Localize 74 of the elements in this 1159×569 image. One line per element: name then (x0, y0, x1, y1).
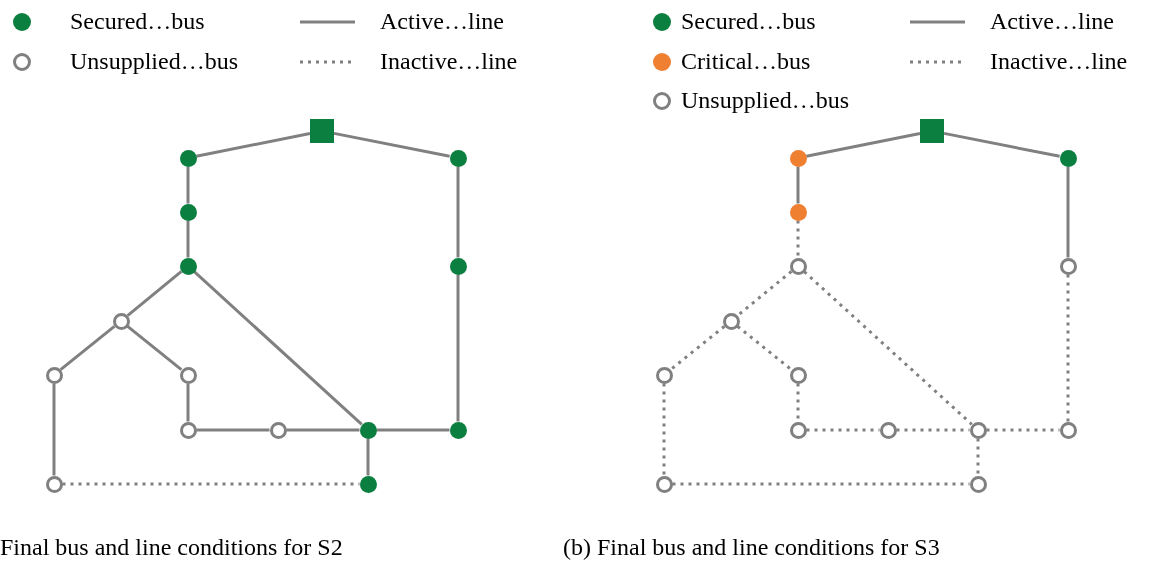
active-line (196, 131, 311, 158)
active-line (193, 270, 363, 426)
bus-node (1059, 149, 1077, 167)
bus-node (722, 312, 740, 330)
bus-node (655, 475, 673, 493)
active-line (126, 270, 183, 317)
inactive-line (736, 270, 793, 317)
bus-node (655, 366, 673, 384)
active-line (1066, 166, 1070, 258)
bus-node (179, 421, 197, 439)
bus-node (179, 203, 197, 221)
legend-label: Secured…bus (70, 7, 205, 35)
inactive-line (796, 220, 800, 258)
active-line (366, 438, 370, 476)
bus-node (789, 149, 807, 167)
inactive-line (796, 383, 800, 422)
legend-label: Unsupplied…bus (681, 86, 849, 114)
bus-node (1059, 257, 1077, 275)
legend-label: Critical…bus (681, 47, 811, 75)
panel-caption: Final bus and line conditions for S2 (0, 533, 343, 561)
inactive-line (803, 270, 973, 426)
inactive-line (662, 383, 666, 476)
source-square (310, 119, 334, 143)
bus-node (449, 149, 467, 167)
bus-node (969, 421, 987, 439)
inactive-line (736, 325, 793, 371)
legend-label: Secured…bus (681, 7, 816, 35)
bus-node (879, 421, 897, 439)
active-line (186, 383, 190, 422)
bus-node (1059, 421, 1077, 439)
legend-label: Unsupplied…bus (70, 47, 238, 75)
active-line (796, 166, 800, 204)
active-line (186, 220, 190, 258)
bus-node (449, 257, 467, 275)
bus-node (969, 475, 987, 493)
active-line (333, 131, 450, 158)
bus-node (789, 421, 807, 439)
active-line (126, 325, 183, 371)
bus-node (179, 149, 197, 167)
bus-node (45, 475, 63, 493)
active-line (456, 166, 460, 258)
inactive-line (896, 428, 970, 432)
bus-node (359, 475, 377, 493)
legend-label: Active…line (990, 7, 1114, 35)
active-line (196, 428, 270, 432)
bus-node (789, 366, 807, 384)
bus-node (179, 257, 197, 275)
bus-node (179, 366, 197, 384)
bus-node (112, 312, 130, 330)
inactive-line (806, 428, 880, 432)
bus-node (45, 366, 63, 384)
source-square (920, 119, 944, 143)
inactive-line (976, 438, 980, 476)
panel-caption: (b) Final bus and line conditions for S3 (563, 533, 940, 561)
inactive-line (672, 482, 970, 486)
inactive-line (1066, 274, 1070, 422)
bus-node (359, 421, 377, 439)
bus-node (269, 421, 287, 439)
inactive-line (986, 428, 1060, 432)
legend-label: Inactive…line (380, 47, 518, 75)
bus-node (789, 257, 807, 275)
active-line (806, 131, 921, 158)
active-line (186, 166, 190, 204)
active-line (286, 428, 360, 432)
active-line (59, 325, 116, 371)
active-line (456, 274, 460, 422)
bus-node (789, 203, 807, 221)
active-line (376, 428, 450, 432)
legend-label: Active…line (380, 7, 504, 35)
inactive-line (669, 325, 726, 371)
active-line (943, 131, 1060, 158)
legend-label: Inactive…line (990, 47, 1128, 75)
active-line (52, 383, 56, 476)
bus-node (449, 421, 467, 439)
